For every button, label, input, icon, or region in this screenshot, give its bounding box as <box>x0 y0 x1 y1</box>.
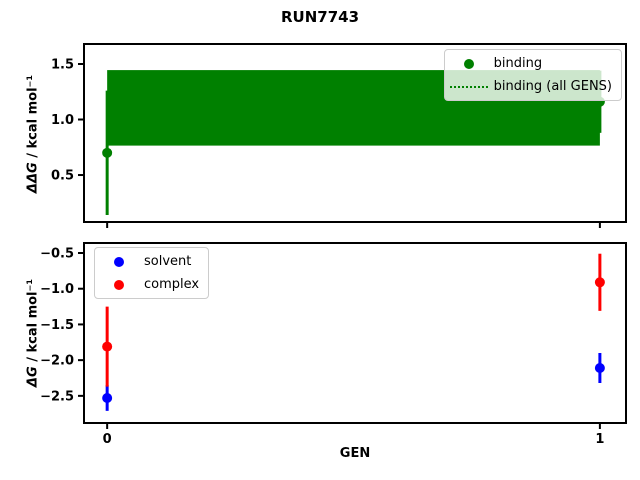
legend-label-binding: binding <box>493 56 543 71</box>
dg-symbol: ΔG <box>25 366 41 388</box>
x-tick-label: 0 <box>103 432 112 447</box>
legend-item-binding: binding <box>448 55 612 72</box>
y-tick-label: −0.5 <box>40 247 74 262</box>
legend-label-solvent: solvent <box>144 254 192 269</box>
legend-marker-cell <box>448 85 490 88</box>
legend-marker-cell <box>98 279 140 290</box>
binding-marker <box>102 147 113 158</box>
y-axis-label-dg: ΔG / kcal mol⁻¹ <box>26 279 41 387</box>
y-tick-label: −2.5 <box>40 389 74 404</box>
legend-label-complex: complex <box>144 277 200 292</box>
y-tick-label: −1.5 <box>40 318 74 333</box>
figure-title: RUN7743 <box>280 8 360 26</box>
legend-item-binding-all-gens: binding (all GENS) <box>448 78 612 95</box>
solvent-marker <box>594 363 605 373</box>
complex-dot-icon <box>114 279 124 290</box>
solvent-dot-icon <box>114 256 124 267</box>
binding-dot-icon <box>463 58 474 69</box>
complex-marker <box>102 341 113 352</box>
dg-units: / kcal mol⁻¹ <box>25 278 41 367</box>
legend-marker-cell <box>448 58 490 69</box>
legend-item-complex: complex <box>98 276 199 293</box>
y-tick-label: 1.5 <box>51 57 74 72</box>
legend-item-solvent: solvent <box>98 253 199 270</box>
complex-marker <box>594 277 605 288</box>
solvent-marker <box>102 393 113 403</box>
dotted-line-icon <box>449 85 488 88</box>
y-tick-label: 0.5 <box>51 169 74 184</box>
binding-legend: binding binding (all GENS) <box>443 49 622 101</box>
free-energy-axes: −0.5 −1.0 −1.5 −2.0 −2.5 0 1 solvent complex <box>40 242 627 447</box>
y-axis-label-ddg: ΔΔG / kcal mol⁻¹ <box>26 75 41 193</box>
legend-marker-cell <box>98 256 140 267</box>
binding-axes: 0.5 1.0 1.5 binding binding (all GENS) <box>51 43 627 228</box>
ddg-symbol: ΔΔG <box>25 162 41 194</box>
y-tick-label: 1.0 <box>51 113 74 128</box>
axes-spine <box>83 242 627 424</box>
x-tick-label: 1 <box>595 432 604 447</box>
free-energy-plot-svg: −0.5 −1.0 −1.5 −2.0 −2.5 0 1 <box>40 242 627 447</box>
axes-spine <box>83 43 627 223</box>
phase-legend: solvent complex <box>94 247 210 299</box>
x-axis-label-gen: GEN <box>339 446 371 461</box>
y-tick-label: −2.0 <box>40 354 74 369</box>
legend-label-binding-all-gens: binding (all GENS) <box>493 79 612 94</box>
y-tick-label: −1.0 <box>40 282 74 297</box>
ddg-units: / kcal mol⁻¹ <box>25 74 41 163</box>
